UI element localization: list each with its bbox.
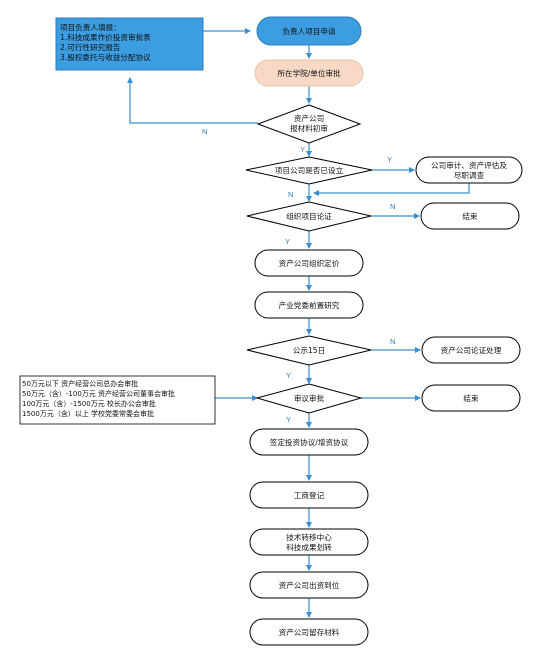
node-archive-label: 资产公司留存材料 bbox=[279, 627, 340, 637]
materials-note-line: 项目负责人填报： bbox=[60, 22, 121, 32]
node-registration-shape bbox=[249, 481, 369, 509]
node-pricing-shape bbox=[254, 249, 364, 277]
node-initial-review: 资产公司 报材料初审 bbox=[256, 104, 362, 144]
node-demo-handle-label: 资产公司论证处理 bbox=[441, 345, 502, 355]
node-registration: 工商登记 bbox=[249, 481, 369, 509]
approval-note-line: 1500万元（含）以上 学校党委常委会审批 bbox=[22, 409, 154, 418]
node-audit-shape bbox=[415, 156, 523, 184]
edge-label-y: Y bbox=[387, 155, 392, 164]
node-capital-shape bbox=[249, 571, 369, 599]
approval-note-line: 50万元（含）-100万元 资产经营公司董事会审批 bbox=[22, 389, 175, 398]
edge-label-y: Y bbox=[286, 371, 291, 380]
node-established-label: 项目公司是否已设立 bbox=[275, 165, 344, 175]
node-pricing: 资产公司组织定价 bbox=[254, 249, 364, 277]
node-sign-shape bbox=[249, 428, 369, 456]
node-pre-study: 产业党委前置研究 bbox=[254, 291, 364, 319]
node-college-review-shape bbox=[254, 59, 364, 87]
node-capital: 资产公司出资到位 bbox=[249, 571, 369, 599]
node-apply-shape bbox=[256, 16, 362, 46]
node-end-2-shape bbox=[421, 384, 521, 412]
node-capital-label: 资产公司出资到位 bbox=[279, 580, 340, 590]
node-organize-demo: 组织项目论证 bbox=[246, 201, 372, 232]
node-archive-shape bbox=[249, 618, 369, 646]
approval-note-box bbox=[19, 375, 216, 425]
node-publicity-shape bbox=[246, 335, 372, 366]
node-end-1-shape bbox=[420, 202, 520, 230]
edge-label-n: N bbox=[288, 190, 293, 199]
arrow-initial-no-to-materials bbox=[127, 77, 258, 124]
node-audit: 公司审计、资产评估及 尽职调查 bbox=[415, 156, 523, 184]
approval-note-line: 50万元以下 资产经营公司总办会审批 bbox=[22, 379, 138, 388]
edge-label-n: N bbox=[390, 337, 395, 346]
edge-label-y: Y bbox=[285, 237, 290, 246]
node-apply: 负责人项目申请 bbox=[256, 16, 362, 46]
node-end-2: 结束 bbox=[421, 384, 521, 412]
approval-note-line: 100万元（含）-1500万元 校长办公会审批 bbox=[22, 399, 156, 408]
node-end-1: 结束 bbox=[420, 202, 520, 230]
node-initial-review-label: 资产公司 bbox=[294, 113, 324, 123]
node-pricing-label: 资产公司组织定价 bbox=[279, 258, 340, 268]
node-audit-label: 尽职调查 bbox=[454, 170, 485, 180]
materials-note-box bbox=[55, 17, 204, 71]
node-approval-label: 审议审批 bbox=[294, 393, 325, 403]
node-publicity: 公示15日 bbox=[246, 335, 372, 366]
edge-label-y: Y bbox=[300, 145, 305, 154]
materials-note-line: 2.可行性研究报告 bbox=[60, 42, 121, 52]
node-established: 项目公司是否已设立 bbox=[245, 156, 373, 185]
node-transfer-shape bbox=[249, 528, 369, 556]
node-demo-handle: 资产公司论证处理 bbox=[421, 336, 521, 364]
materials-note-line: 3.股权委托与收益分配协议 bbox=[60, 52, 151, 62]
arrow-audit-return bbox=[313, 183, 470, 196]
node-end-1-label: 结束 bbox=[462, 211, 478, 221]
node-end-2-label: 结束 bbox=[463, 393, 479, 403]
connectors bbox=[127, 45, 470, 618]
node-initial-review-shape bbox=[256, 104, 362, 144]
node-sign: 签定投资协议/增资协议 bbox=[249, 428, 369, 456]
node-archive: 资产公司留存材料 bbox=[249, 618, 369, 646]
node-pre-study-label: 产业党委前置研究 bbox=[279, 300, 340, 310]
node-organize-demo-shape bbox=[246, 201, 372, 232]
node-approval-shape bbox=[255, 383, 363, 414]
node-initial-review-label: 报材料初审 bbox=[290, 123, 328, 133]
node-college-review-label: 所在学院/单位审批 bbox=[277, 68, 341, 78]
node-organize-demo-label: 组织项目论证 bbox=[286, 211, 332, 221]
node-transfer-label: 科技成果划转 bbox=[286, 542, 332, 552]
approval-note: 50万元以下 资产经营公司总办会审批 50万元（含）-100万元 资产经营公司董… bbox=[19, 375, 216, 425]
node-approval: 审议审批 bbox=[255, 383, 363, 414]
node-sign-label: 签定投资协议/增资协议 bbox=[270, 437, 349, 447]
edge-labels: N Y Y N N Y N Y Y bbox=[202, 127, 395, 424]
node-demo-handle-shape bbox=[421, 336, 521, 364]
node-established-shape bbox=[245, 156, 373, 185]
node-apply-label: 负责人项目申请 bbox=[282, 26, 336, 36]
edge-label-y: Y bbox=[286, 415, 291, 424]
materials-note: 项目负责人填报： 1.科技成果作价投资审批表 2.可行性研究报告 3.股权委托与… bbox=[55, 17, 204, 71]
node-college-review: 所在学院/单位审批 bbox=[254, 59, 364, 87]
node-registration-label: 工商登记 bbox=[294, 490, 325, 500]
node-transfer-label: 技术转移中心 bbox=[286, 532, 332, 542]
node-audit-label: 公司审计、资产评估及 bbox=[431, 160, 507, 170]
node-pre-study-shape bbox=[254, 291, 364, 319]
edge-label-n: N bbox=[390, 202, 395, 211]
node-publicity-label: 公示15日 bbox=[293, 346, 325, 355]
materials-note-line: 1.科技成果作价投资审批表 bbox=[60, 32, 151, 42]
node-transfer: 技术转移中心 科技成果划转 bbox=[249, 528, 369, 556]
edge-label-n: N bbox=[202, 127, 207, 136]
